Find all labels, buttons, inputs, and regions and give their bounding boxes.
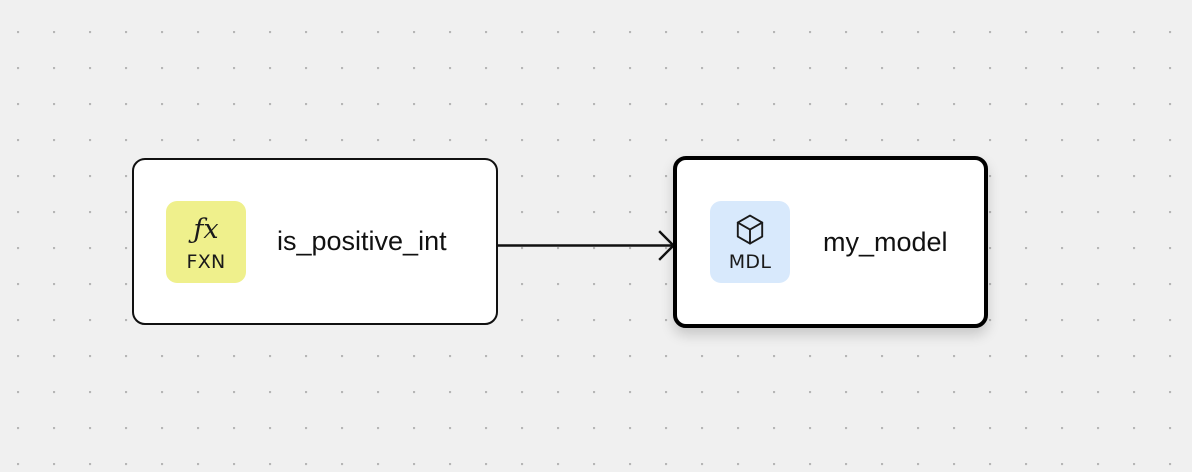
node-type-badge-mdl: MDL (710, 201, 790, 283)
node-type-label: MDL (728, 251, 772, 273)
node-title: my_model (823, 226, 948, 257)
node-type-badge-fxn: ƒx FXN (166, 200, 246, 283)
edge-arrowhead-icon (658, 230, 676, 261)
edge-fxn-to-mdl[interactable] (498, 230, 676, 261)
node-my-model[interactable]: MDL my_model (673, 156, 988, 328)
node-is-positive-int[interactable]: ƒx FXN is_positive_int (132, 158, 498, 325)
node-title: is_positive_int (277, 226, 447, 256)
node-type-label: FXN (186, 250, 226, 273)
cube-box-icon (734, 212, 766, 248)
function-fx-icon: ƒx (193, 214, 219, 245)
